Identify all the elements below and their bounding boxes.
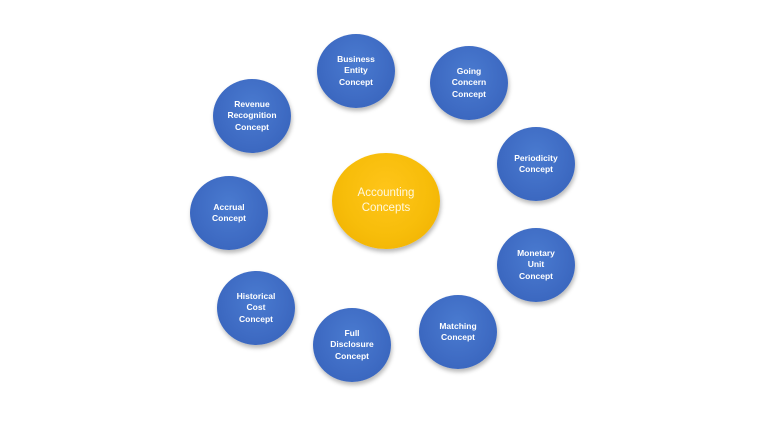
center-node-accounting-concepts: Accounting Concepts (332, 153, 440, 249)
node-label: Business Entity Concept (337, 53, 375, 87)
node-accrual: Accrual Concept (190, 176, 268, 250)
node-business-entity: Business Entity Concept (317, 34, 395, 108)
node-label: Matching Concept (439, 320, 477, 343)
center-node-label: Accounting Concepts (357, 187, 415, 214)
node-matching: Matching Concept (419, 295, 497, 369)
node-label: Periodicity Concept (514, 152, 558, 175)
node-monetary-unit: Monetary Unit Concept (497, 228, 575, 302)
node-label: Accrual Concept (212, 201, 246, 224)
node-going-concern: Going Concern Concept (430, 46, 508, 120)
node-label: Full Disclosure Concept (330, 327, 374, 361)
node-label: Monetary Unit Concept (517, 247, 555, 281)
node-full-disclosure: Full Disclosure Concept (313, 308, 391, 382)
node-periodicity: Periodicity Concept (497, 127, 575, 201)
node-label: Going Concern Concept (451, 65, 487, 99)
node-label: Historical Cost Concept (236, 290, 276, 324)
node-revenue-recognition: Revenue Recognition Concept (213, 79, 291, 153)
node-label: Revenue Recognition Concept (227, 98, 277, 132)
node-historical-cost: Historical Cost Concept (217, 271, 295, 345)
